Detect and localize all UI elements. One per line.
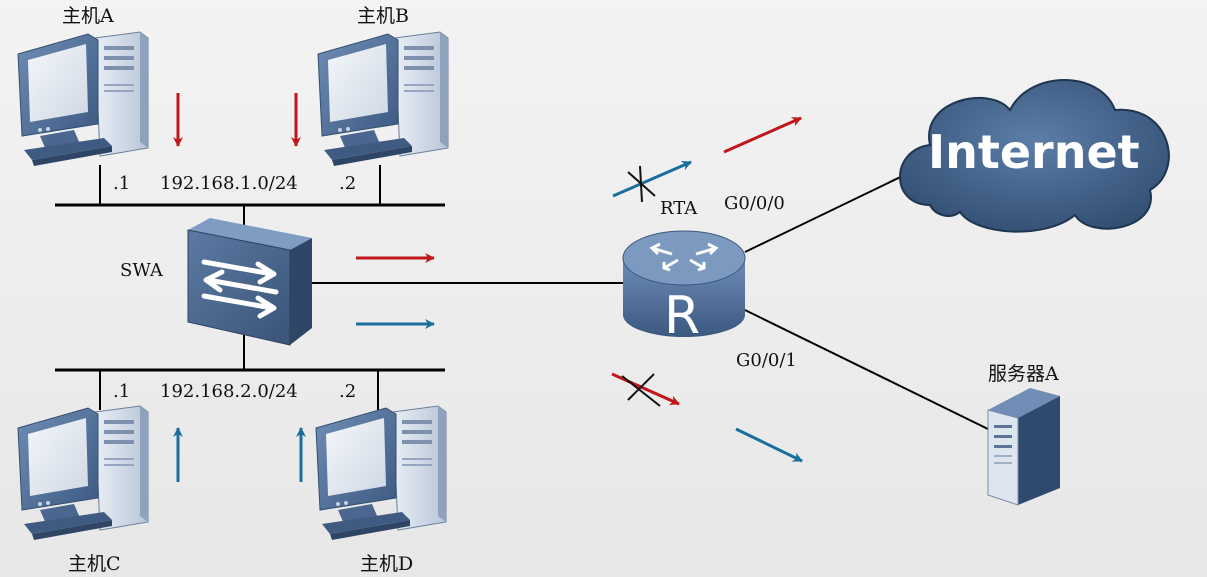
server-label: 服务器A bbox=[988, 363, 1059, 385]
lan-segment-bottom bbox=[55, 335, 445, 410]
flow-arrow-internet-red bbox=[723, 116, 802, 154]
block-mark-icon bbox=[621, 373, 661, 407]
host-b-pc-icon bbox=[317, 31, 449, 167]
host-d-pc-icon bbox=[315, 405, 447, 541]
host-b-label: 主机B bbox=[357, 5, 409, 27]
interface-g000-label: G0/0/0 bbox=[724, 193, 785, 214]
host-a-pc-icon bbox=[17, 31, 149, 167]
flow-arrow-internet-blue-blocked bbox=[612, 160, 692, 198]
bottom-right-ip: .2 bbox=[339, 381, 356, 402]
internet-cloud-icon: Internet bbox=[899, 79, 1170, 233]
router-letter: R bbox=[664, 286, 700, 346]
top-left-ip: .1 bbox=[113, 173, 130, 194]
block-mark-icon bbox=[627, 165, 656, 203]
switch-label: SWA bbox=[120, 260, 164, 281]
internet-label: Internet bbox=[928, 125, 1140, 179]
host-c-pc-icon bbox=[17, 405, 149, 541]
lan-segment-top bbox=[55, 165, 445, 225]
server-a-icon bbox=[987, 388, 1060, 506]
host-c-label: 主机C bbox=[68, 553, 121, 575]
flow-arrow-server-red-blocked bbox=[611, 372, 680, 406]
bottom-subnet: 192.168.2.0/24 bbox=[160, 381, 298, 402]
host-a-label: 主机A bbox=[62, 5, 114, 27]
top-subnet: 192.168.1.0/24 bbox=[160, 173, 298, 194]
link-router-internet bbox=[744, 169, 916, 253]
bottom-left-ip: .1 bbox=[113, 381, 130, 402]
router-label: RTA bbox=[660, 198, 698, 219]
top-right-ip: .2 bbox=[339, 173, 356, 194]
host-d-label: 主机D bbox=[360, 553, 413, 575]
link-router-server bbox=[744, 309, 991, 431]
switch-icon bbox=[187, 218, 312, 346]
router-icon: R bbox=[622, 230, 746, 346]
interface-g001-label: G0/0/1 bbox=[736, 350, 797, 371]
flow-arrow-server-blue bbox=[735, 427, 803, 463]
